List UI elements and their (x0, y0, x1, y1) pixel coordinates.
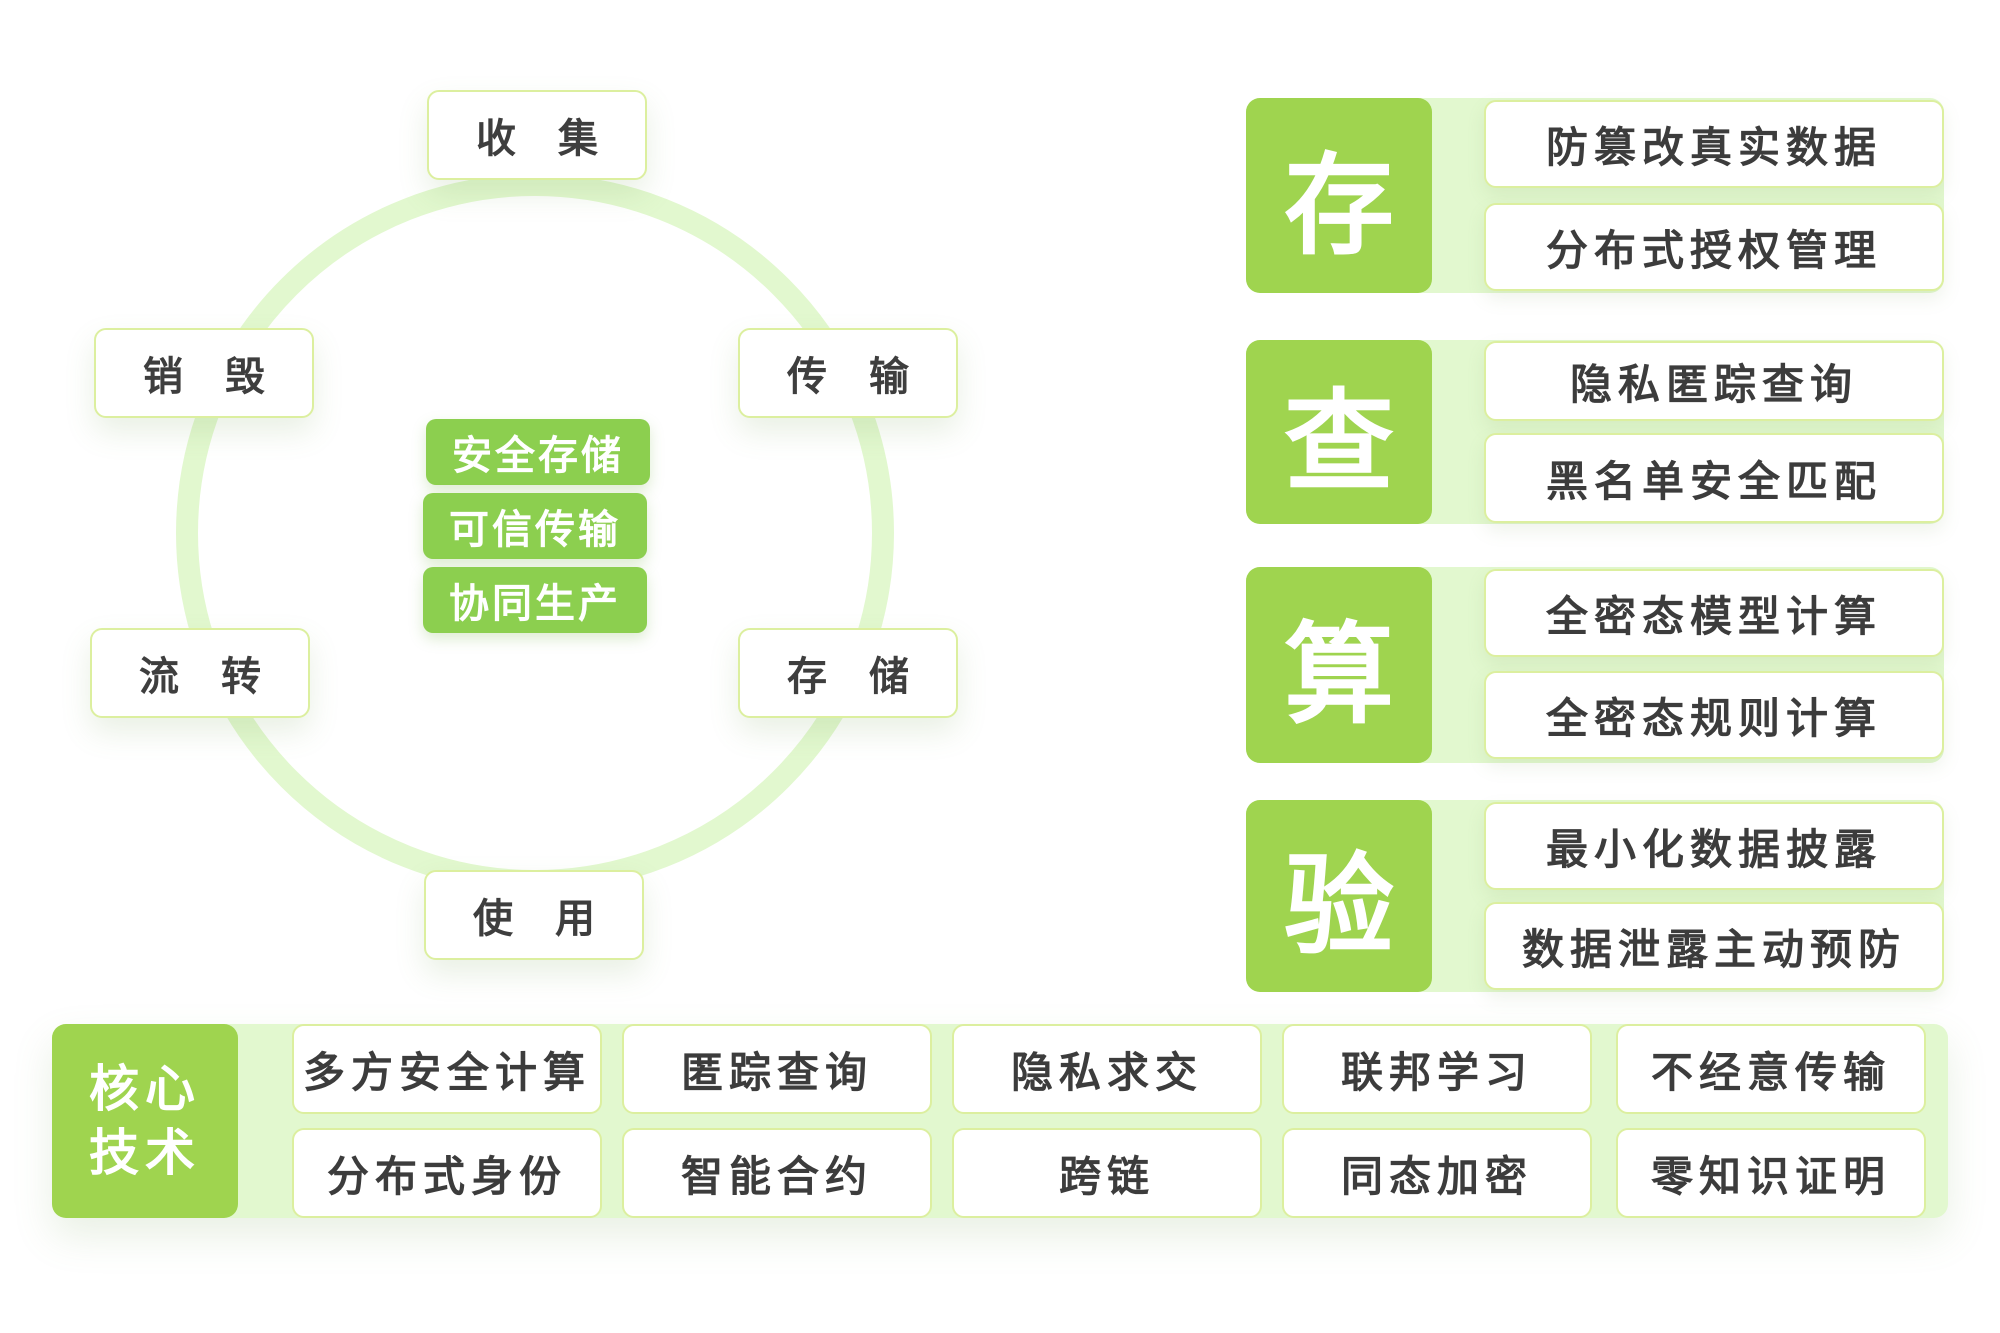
node-use-label: 使 用 (473, 896, 609, 942)
core-tech-chip: 零知识证明 (1616, 1128, 1926, 1218)
core-tech-label-line1: 核心 (89, 1060, 201, 1118)
core-tech-label-line2: 技术 (89, 1124, 201, 1182)
capability-item: 最小化数据披露 (1484, 802, 1944, 890)
node-destroy-label: 销 毁 (143, 354, 279, 400)
core-tech-chip: 多方安全计算 (292, 1024, 602, 1114)
core-tech-chip: 不经意传输 (1616, 1024, 1926, 1114)
core-tech-chip: 跨链 (952, 1128, 1262, 1218)
node-store-label: 存 储 (787, 654, 923, 700)
node-collect-label: 收 集 (476, 116, 612, 162)
core-tech-label: 核心 技术 (52, 1024, 238, 1218)
core-tech-chip: 联邦学习 (1282, 1024, 1592, 1114)
capability-item: 分布式授权管理 (1484, 203, 1944, 291)
node-circulate-label: 流 转 (139, 654, 275, 700)
node-use: 使 用 (424, 870, 644, 960)
node-collect: 收 集 (427, 90, 647, 180)
core-tech-chip: 同态加密 (1282, 1128, 1592, 1218)
node-circulate: 流 转 (90, 628, 310, 718)
node-store: 存 储 (738, 628, 958, 718)
core-tech-chip: 隐私求交 (952, 1024, 1262, 1114)
capability-key-store: 存 (1246, 98, 1432, 293)
node-destroy: 销 毁 (94, 328, 314, 418)
capability-key-verify: 验 (1246, 800, 1432, 992)
center-tag-trusted-transmission: 可信传输 (423, 493, 647, 559)
center-tag-secure-storage: 安全存储 (426, 419, 650, 485)
core-tech-chip: 匿踪查询 (622, 1024, 932, 1114)
capability-item: 数据泄露主动预防 (1484, 902, 1944, 990)
core-tech-chip: 分布式身份 (292, 1128, 602, 1218)
capability-item: 防篡改真实数据 (1484, 100, 1944, 188)
capability-key-query: 查 (1246, 340, 1432, 524)
capability-item: 隐私匿踪查询 (1484, 341, 1944, 421)
capability-key-compute: 算 (1246, 567, 1432, 763)
capability-item: 全密态模型计算 (1484, 569, 1944, 657)
node-transmit-label: 传 输 (787, 354, 923, 400)
core-tech-chip: 智能合约 (622, 1128, 932, 1218)
center-tag-collaborative-production: 协同生产 (423, 567, 647, 633)
capability-item: 全密态规则计算 (1484, 671, 1944, 759)
node-transmit: 传 输 (738, 328, 958, 418)
capability-item: 黑名单安全匹配 (1484, 433, 1944, 523)
